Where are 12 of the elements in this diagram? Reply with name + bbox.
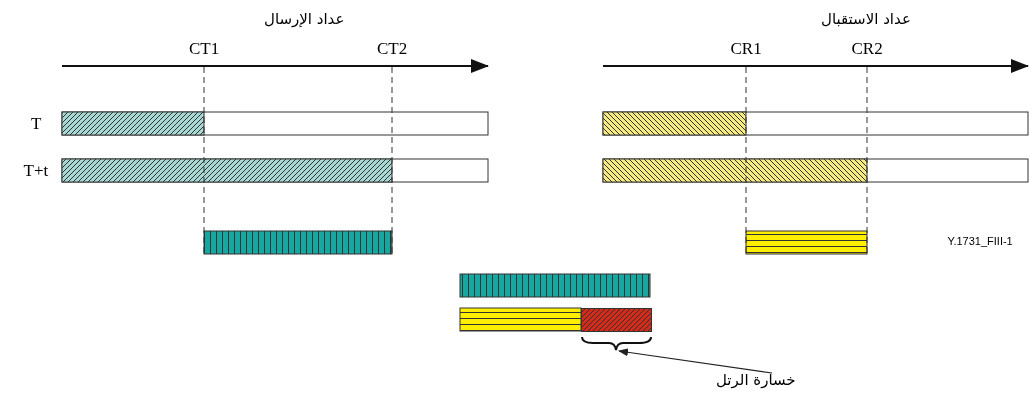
axis-label: CT1 [189, 40, 220, 57]
axis-label: T+t [23, 162, 49, 179]
figure-code: Y.1731_FIII-1 [947, 236, 1013, 247]
heading: عداد الاستقبال [821, 12, 911, 27]
axis-label: CR2 [851, 40, 883, 57]
heading: عداد الإرسال [264, 12, 345, 27]
callout-text: خسارة الرتل [716, 373, 796, 388]
axis-label: T [31, 115, 42, 132]
leader-arrow [618, 348, 773, 374]
axis-label: CT2 [377, 40, 408, 57]
axis-label: CR1 [730, 40, 762, 57]
loss-segment [581, 308, 652, 351]
